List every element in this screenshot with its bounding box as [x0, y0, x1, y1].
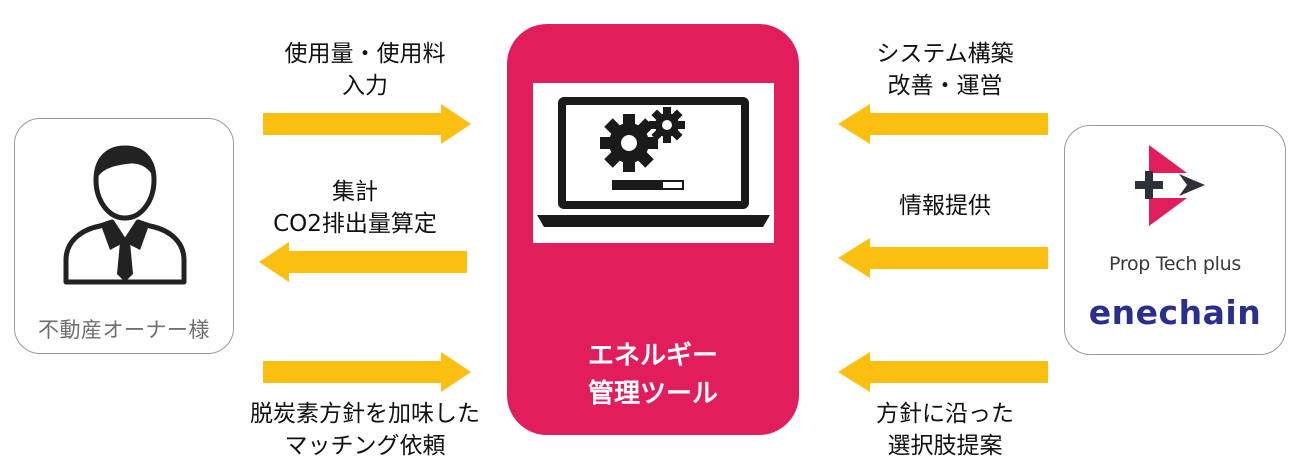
caption-aggregate-line1: 集計 [332, 179, 378, 205]
caption-system: システム構築 改善・運営 [840, 38, 1050, 102]
caption-input: 使用量・使用料 入力 [255, 38, 475, 102]
caption-proposal-line1: 方針に沿った [876, 401, 1014, 427]
caption-aggregate: 集計 CO2排出量算定 [245, 176, 465, 240]
tool-label: エネルギー 管理ツール [507, 337, 799, 413]
caption-matching: 脱炭素方針を加味した マッチング依頼 [240, 398, 490, 462]
caption-matching-line2: マッチング依頼 [284, 433, 446, 459]
caption-proposal: 方針に沿った 選択肢提案 [840, 398, 1050, 462]
caption-system-line1: システム構築 [876, 41, 1014, 67]
caption-info: 情報提供 [840, 190, 1050, 222]
tool-label-line1: エネルギー [587, 341, 718, 371]
enechain-label: enechain [1088, 293, 1262, 332]
caption-proposal-line2: 選択肢提案 [887, 433, 1003, 459]
caption-aggregate-line2: CO2排出量算定 [273, 211, 437, 237]
laptop-gears-icon [537, 97, 770, 227]
arrow-right-matching [263, 352, 471, 392]
arrow-left-info [838, 238, 1048, 278]
arrow-left-proposal [838, 352, 1048, 392]
provider-card [1064, 125, 1286, 355]
proptech-label: Prop Tech plus [1109, 253, 1241, 275]
caption-input-line2: 入力 [342, 73, 388, 99]
owner-label: 不動産オーナー様 [38, 318, 210, 342]
businessman-icon [63, 145, 187, 285]
arrow-left-aggregate [259, 242, 467, 282]
caption-input-line1: 使用量・使用料 [284, 41, 446, 67]
arrow-left-system [838, 104, 1048, 144]
caption-system-line2: 改善・運営 [887, 73, 1003, 99]
tool-label-line2: 管理ツール [587, 379, 718, 409]
caption-matching-line1: 脱炭素方針を加味した [250, 401, 480, 427]
arrow-right-input [263, 104, 471, 144]
proptech-plus-logo [1135, 145, 1205, 226]
caption-info-line1: 情報提供 [899, 193, 991, 219]
